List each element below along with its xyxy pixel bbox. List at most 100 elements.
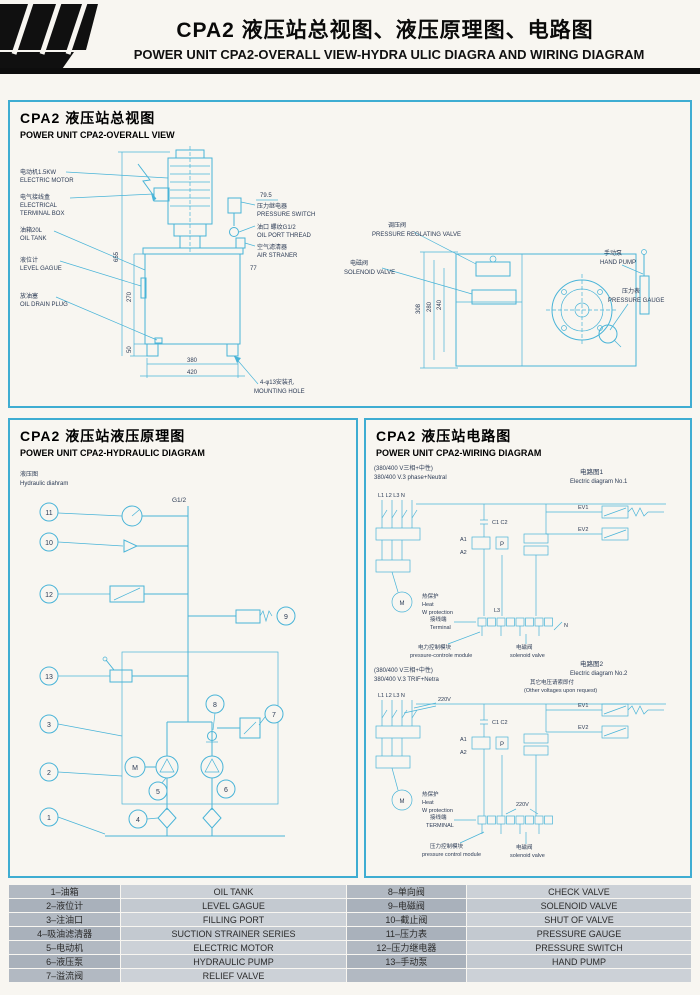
label-solvalve-cn: 电磁阀	[350, 259, 368, 267]
legend-cell-en: PRESSURE GAUGE	[466, 927, 691, 940]
d2-other-cn: 其它电压请索即付	[530, 678, 575, 686]
hydraulic-title-cn: CPA2 液压站液压原理图	[20, 428, 186, 444]
d1-terminal-cn: 接线端	[430, 615, 447, 623]
label-drain-en: OIL DRAIN PLUG	[20, 302, 68, 308]
balloon-7: 7	[264, 704, 284, 724]
balloon-7-num: 7	[272, 712, 276, 719]
label-port-en: OIL PORT THREAD	[257, 233, 311, 239]
legend-cell-en: RELIEF VALVE	[121, 969, 346, 982]
label-regvalve-cn: 调压阀	[388, 221, 406, 229]
label-pgauge-en: PRESSURE GAUGE	[608, 298, 664, 304]
d1-heat-cn: 热保护	[422, 592, 439, 600]
d1-module-cn: 电力控制模块	[418, 643, 452, 651]
dim-380: 380	[187, 358, 198, 364]
legend-cell-en: LEVEL GAGUE	[121, 899, 346, 912]
legend-row: 1–油箱 OIL TANK 8–单向阀 CHECK VALVE	[9, 885, 691, 898]
legend-cell-en: ELECTRIC MOTOR	[121, 941, 346, 954]
d1-a1-label: A1	[460, 537, 467, 543]
wiring-title-en: POWER UNIT CPA2-WIRING DIAGRAM	[376, 448, 542, 458]
page-title: CPA2 液压站总视图、液压原理图、电路图	[176, 19, 594, 42]
d1-heat-en: Heat	[422, 602, 434, 608]
d1-volt-cn: (380/400 V三相+中性)	[374, 464, 433, 472]
legend-cell-en: SOLENOID VALVE	[466, 899, 691, 912]
dim-79-5: 79.5	[260, 193, 272, 199]
balloon-12-num: 12	[45, 592, 53, 599]
d1-name-en: Electric diagram No.1	[570, 479, 628, 485]
hydraulic-title-en: POWER UNIT CPA2-HYDRAULIC DIAGRAM	[20, 448, 205, 458]
d1-module-en: pressure-controle module	[410, 653, 472, 659]
d1-l3-label: L3	[494, 608, 500, 614]
legend-row: 5–电动机 ELECTRIC MOTOR 12–压力继电器 PRESSURE S…	[9, 941, 691, 954]
legend-cell-en: PRESSURE SWITCH	[466, 941, 691, 954]
panel-wiring-diagram: CPA2 液压站电路图 POWER UNIT CPA2-WIRING DIAGR…	[364, 418, 692, 878]
dim-420: 420	[187, 370, 198, 376]
label-tbox-en1: ELECTRICAL	[20, 203, 58, 209]
d2-phase-labels: L1 L2 L3 N	[378, 693, 405, 699]
d2-other-en: (Other voltages upon request)	[524, 688, 597, 694]
hydraulic-diagram-drawing: 液压图 Hydraulic diahram G1/2 M	[20, 470, 296, 837]
d2-volt-cn: (380/400 V三相+中性)	[374, 666, 433, 674]
legend-cell-cn: 7–溢流阀	[9, 969, 121, 982]
balloon-13: 13	[39, 666, 59, 686]
balloon-11: 11	[39, 502, 59, 522]
d2-ev2-label: EV2	[578, 725, 588, 731]
legend-cell-cn: 10–截止阀	[346, 913, 466, 926]
d2-module-cn: 压力控制模块	[430, 842, 464, 850]
d2-terminal-strip	[477, 815, 553, 825]
d2-name-cn: 电路图2	[580, 659, 604, 668]
d2-220v-top: 220V	[438, 697, 451, 703]
d1-volt-en: 380/400 V.3 phase+Neutral	[374, 475, 447, 481]
legend-cell-en: HAND PUMP	[466, 955, 691, 968]
legend-cell-cn: 5–电动机	[9, 941, 121, 954]
dim-280: 280	[427, 301, 433, 312]
label-motor-cn: 电动机1.5KW	[20, 168, 56, 176]
balloon-8: 8	[205, 694, 225, 714]
legend-cell-cn: 13–手动泵	[346, 955, 466, 968]
d1-ev1-label: EV1	[578, 505, 588, 511]
legend-cell-en: SUCTION STRAINER SERIES	[121, 927, 346, 940]
d2-name-en: Electric diagram No.2	[570, 671, 628, 677]
legend-table: 1–油箱 OIL TANK 8–单向阀 CHECK VALVE 2–液位计 LE…	[8, 884, 692, 983]
label-handpump-en: HAND PUMP	[600, 260, 636, 266]
balloon-2: 2	[39, 762, 59, 782]
balloon-3-num: 3	[47, 722, 51, 729]
label-mount-en: MOUNTING HOLE	[254, 389, 305, 395]
balloon-12: 12	[39, 584, 59, 604]
d2-c1c2-label: C1 C2	[492, 720, 508, 726]
overall-title-en: POWER UNIT CPA2-OVERALL VIEW	[20, 130, 175, 140]
balloon-4: 4	[128, 809, 148, 829]
d2-p-label: P	[500, 742, 504, 748]
label-pswitch-cn: 压力继电器	[257, 202, 287, 210]
balloon-4-num: 4	[136, 817, 140, 824]
dim-50: 50	[127, 346, 133, 353]
dim-240: 240	[437, 299, 443, 310]
d1-n-label: N	[564, 623, 568, 629]
label-level-cn: 液位计	[20, 256, 38, 264]
balloon-3: 3	[39, 714, 59, 734]
label-motor-en: ELECTRIC MOTOR	[20, 178, 74, 184]
balloon-6-num: 6	[224, 787, 228, 794]
label-mount-cn: 4-φ13安装孔	[260, 378, 294, 386]
label-tbox-en2: TERMINAL BOX	[20, 211, 64, 217]
legend-row: 2–液位计 LEVEL GAGUE 9–电磁阀 SOLENOID VALVE	[9, 899, 691, 912]
overall-title-cn: CPA2 液压站总视图	[20, 110, 156, 126]
d2-motor-label: M	[400, 799, 405, 805]
balloon-1: 1	[39, 807, 59, 827]
d1-a2-label: A2	[460, 550, 467, 556]
hydraulic-sub-cn: 液压图	[20, 470, 38, 478]
d2-220v-bottom: 220V	[516, 802, 529, 808]
legend-cell-en	[466, 969, 691, 982]
pump-motor-label: M	[132, 765, 138, 772]
d1-sol-en: solenoid valve	[510, 653, 545, 659]
dim-77: 77	[250, 266, 257, 272]
balloon-10: 10	[39, 532, 59, 552]
label-pswitch-en: PRESSURE SWITCH	[257, 212, 315, 218]
d1-name-cn: 电路图1	[580, 467, 604, 476]
d2-heat-en2: W protection	[422, 808, 453, 814]
legend-cell-cn: 11–压力表	[346, 927, 466, 940]
dim-270: 270	[127, 291, 133, 302]
balloon-8-num: 8	[213, 702, 217, 709]
label-tank-en: OIL TANK	[20, 236, 47, 242]
legend-cell-cn: 12–压力继电器	[346, 941, 466, 954]
panel-hydraulic-diagram: CPA2 液压站液压原理图 POWER UNIT CPA2-HYDRAULIC …	[8, 418, 358, 878]
